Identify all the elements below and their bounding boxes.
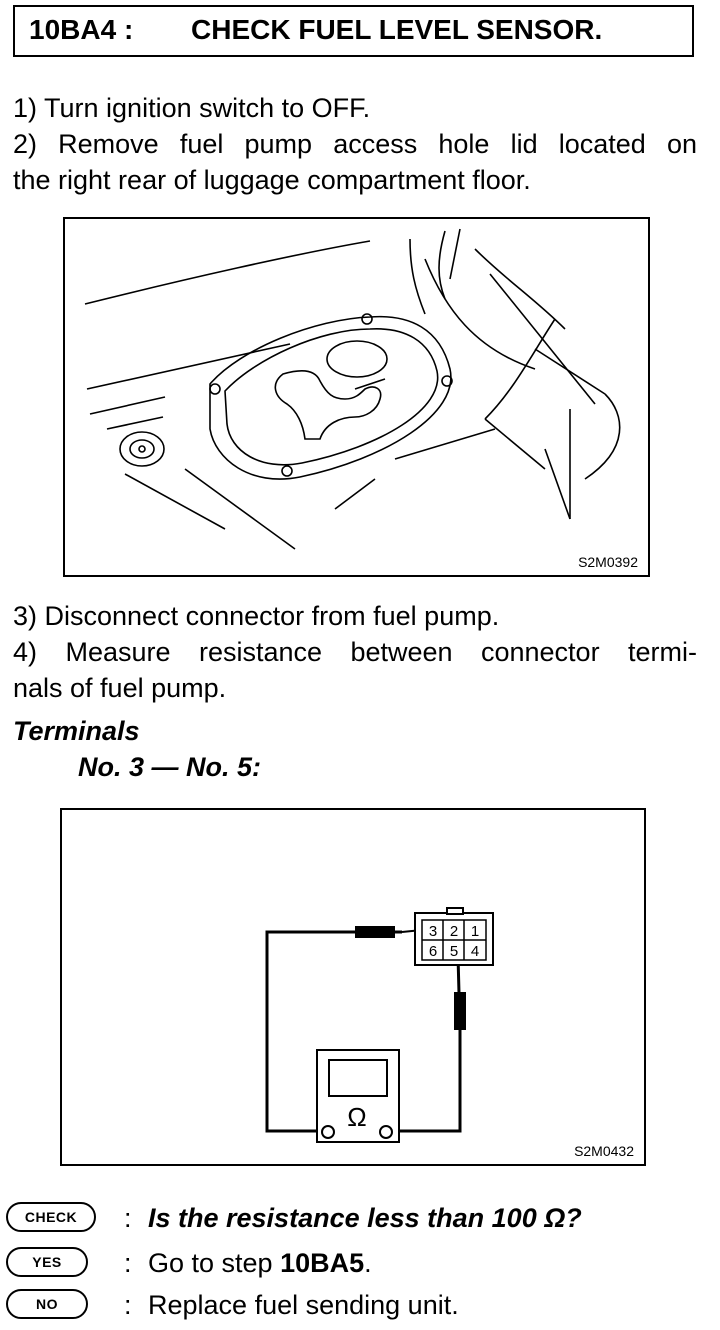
yes-answer-tail: . bbox=[364, 1248, 372, 1278]
step-2-text-line2: the right rear of luggage compartment fl… bbox=[13, 165, 531, 195]
access-lid-figure: S2M0392 bbox=[63, 217, 650, 577]
no-badge: NO bbox=[6, 1289, 88, 1319]
yes-colon: : bbox=[124, 1248, 132, 1278]
terminal-3-label: 3 bbox=[429, 923, 437, 940]
check-badge: CHECK bbox=[6, 1202, 96, 1232]
step-3-text: 3) Disconnect connector from fuel pump. bbox=[13, 601, 500, 631]
step-4-text-line1: 4) Measure resistance between connector … bbox=[13, 637, 697, 667]
yes-badge: YES bbox=[6, 1247, 88, 1277]
yes-step-link: 10BA5 bbox=[280, 1248, 365, 1278]
step-2-text-line1: 2) Remove fuel pump access hole lid loca… bbox=[13, 129, 697, 159]
terminal-4-label: 4 bbox=[471, 943, 479, 960]
step-1-text: 1) Turn ignition switch to OFF. bbox=[13, 93, 371, 123]
yes-answer: Go to step 10BA5. bbox=[148, 1245, 372, 1281]
figure-code: S2M0392 bbox=[578, 554, 638, 570]
no-answer: Replace fuel sending unit. bbox=[148, 1290, 459, 1320]
ohmmeter-figure: 3 2 1 6 5 4 Ω S2M0432 bbox=[60, 808, 646, 1166]
terminal-1-label: 1 bbox=[471, 923, 479, 940]
no-colon: : bbox=[124, 1290, 132, 1320]
ohmmeter-diagram: 3 2 1 6 5 4 Ω bbox=[265, 907, 494, 1143]
ohm-symbol: Ω bbox=[347, 1102, 366, 1132]
section-header: 10BA4 : CHECK FUEL LEVEL SENSOR. bbox=[13, 5, 694, 57]
figure-code: S2M0432 bbox=[574, 1143, 634, 1159]
check-question: Is the resistance less than 100 Ω? bbox=[148, 1203, 582, 1233]
section-title: CHECK FUEL LEVEL SENSOR. bbox=[191, 14, 603, 45]
section-code: 10BA4 : bbox=[29, 14, 134, 45]
terminal-6-label: 6 bbox=[429, 943, 437, 960]
terminal-5-label: 5 bbox=[450, 943, 458, 960]
terminals-heading: Terminals bbox=[13, 716, 140, 746]
yes-answer-text: Go to step bbox=[148, 1248, 281, 1278]
access-lid-illustration bbox=[84, 228, 621, 550]
check-colon: : bbox=[124, 1203, 132, 1233]
terminal-2-label: 2 bbox=[450, 923, 458, 940]
terminals-spec: No. 3 — No. 5: bbox=[78, 752, 262, 782]
step-4-text-line2: nals of fuel pump. bbox=[13, 673, 227, 703]
